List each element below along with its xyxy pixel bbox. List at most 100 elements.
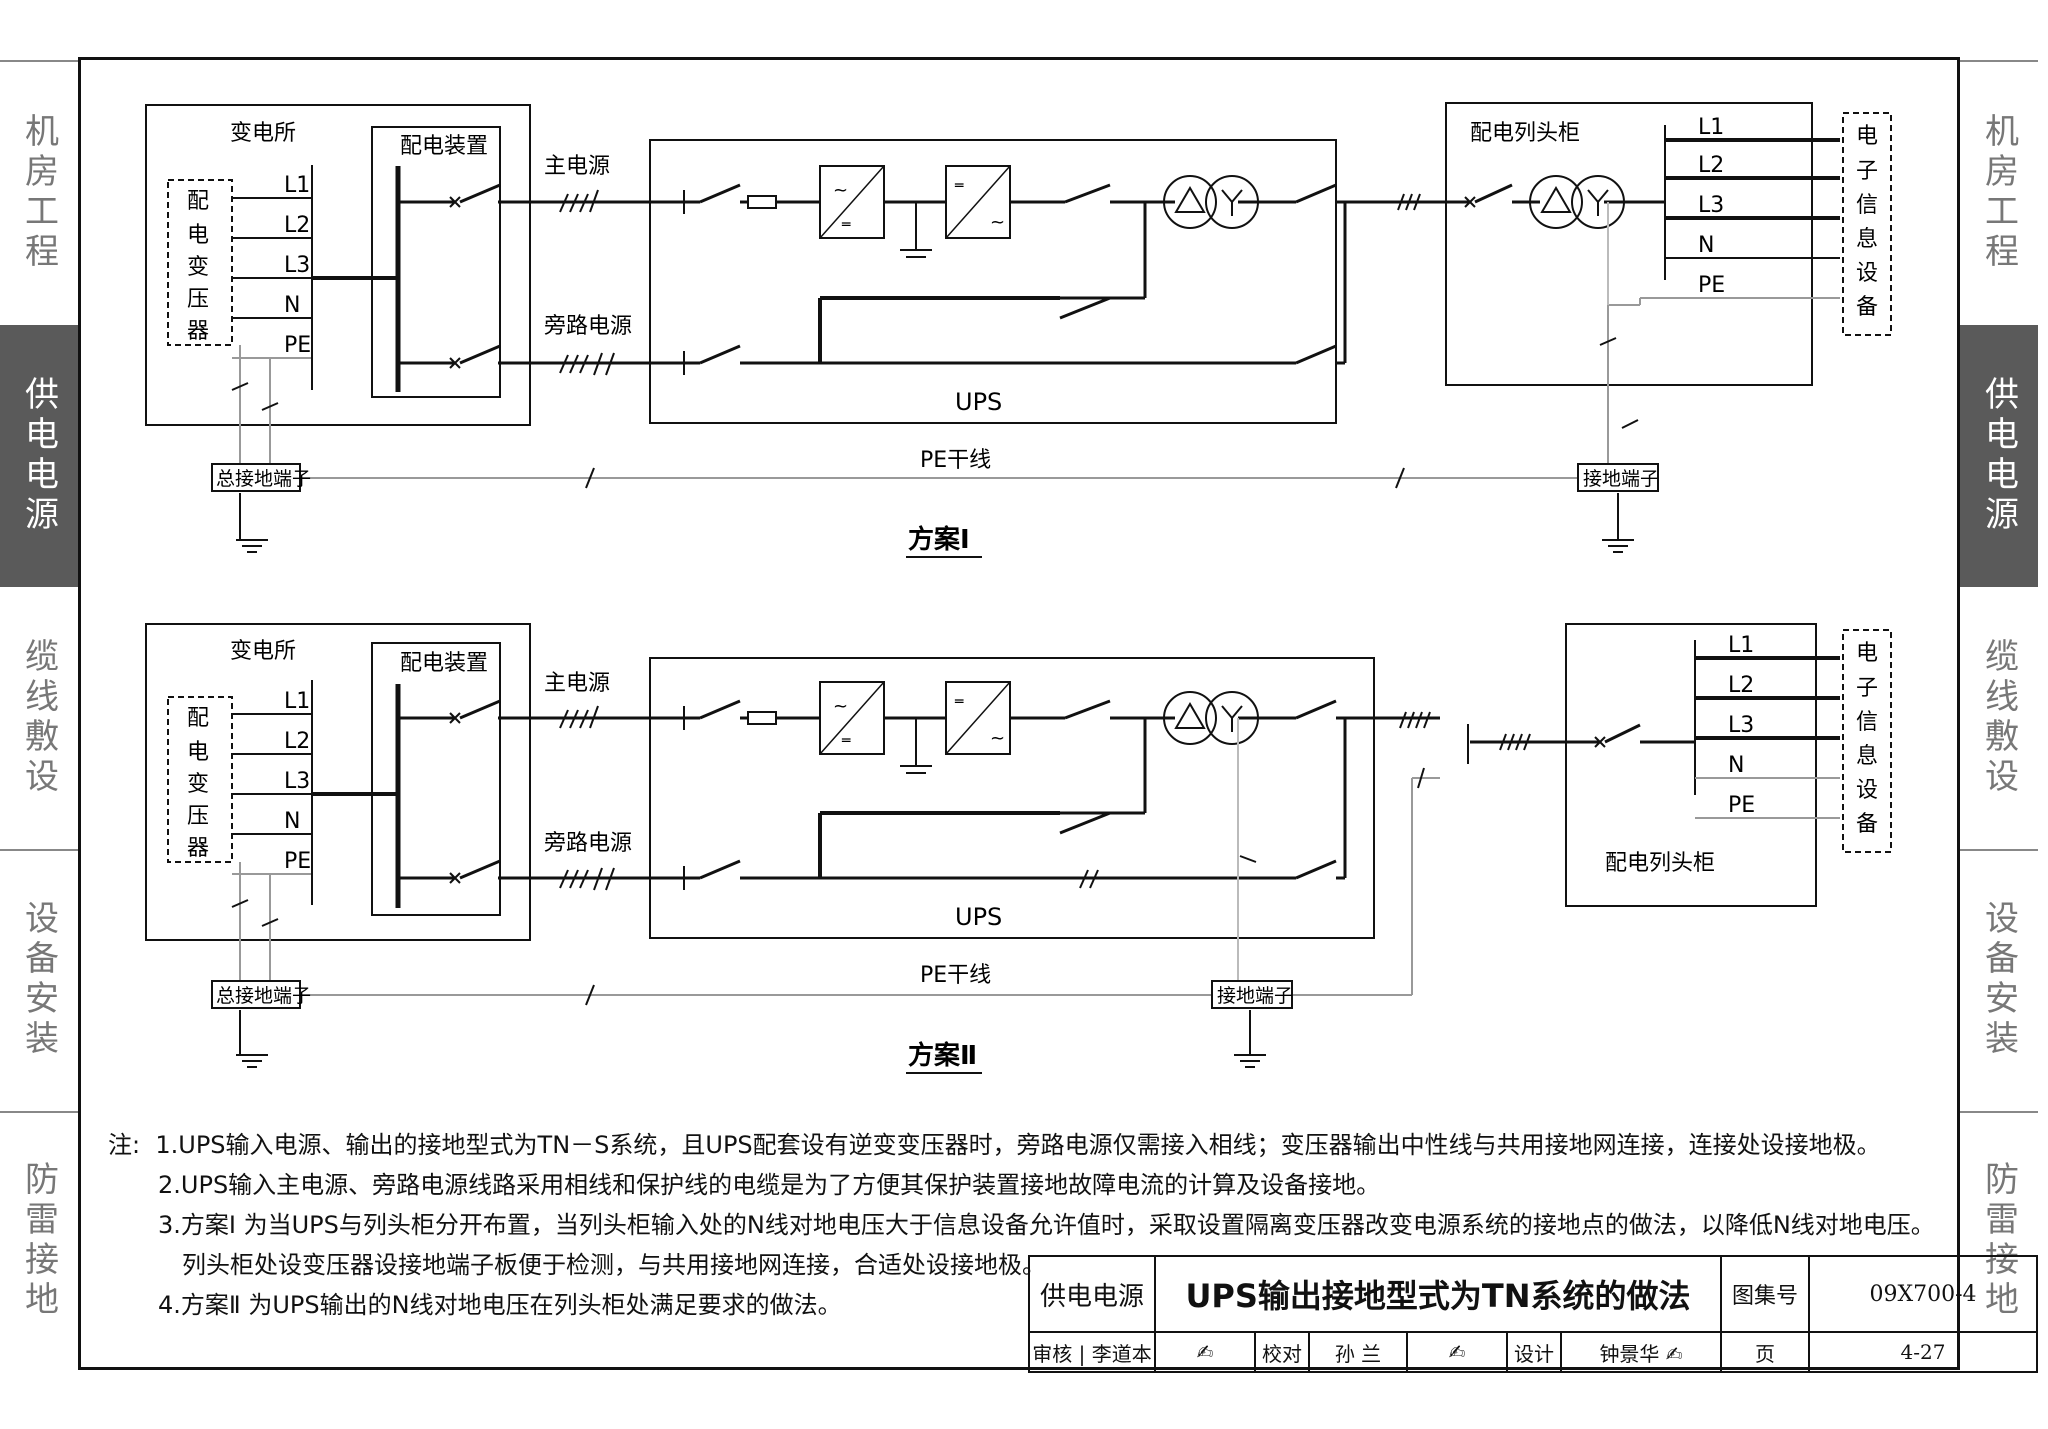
- phase-label: L3: [284, 769, 310, 794]
- tb-checker-signature: ✍: [1406, 1331, 1508, 1373]
- left-tab-label: 设备安装: [18, 900, 59, 1060]
- equipment-char: 设: [1856, 778, 1878, 803]
- cabinet-phase: L1: [1728, 633, 1754, 658]
- phase-label: N: [284, 293, 300, 318]
- cabinet-phase: N: [1698, 233, 1714, 258]
- right-tab-1[interactable]: 供电电源: [1960, 325, 2038, 587]
- main-ground-terminal-box: [211, 463, 301, 492]
- tb-review-cell: 审核 | 李道本: [1028, 1331, 1156, 1373]
- equipment-char: 息: [1856, 744, 1878, 769]
- tab-divider: [0, 60, 78, 62]
- transformer-box: [167, 179, 233, 346]
- transformer-char: 压: [187, 287, 209, 312]
- tab-divider: [1960, 60, 2038, 62]
- right-tab-3[interactable]: 设备安装: [1960, 849, 2038, 1111]
- right-tab-label: 设备安装: [1978, 900, 2019, 1060]
- cabinet-box: [1445, 102, 1813, 386]
- left-tab-label: 机房工程: [18, 112, 59, 273]
- tb-reviewer: 李道本: [1091, 1341, 1152, 1366]
- tb-atlas-no: 09X700-4: [1808, 1255, 2038, 1333]
- scheme-2-label: 方案Ⅱ: [908, 1040, 977, 1071]
- transformer-char: 器: [187, 836, 209, 861]
- left-tab-label: 缆线敷设: [18, 638, 59, 798]
- equipment-box: [1842, 629, 1892, 853]
- cabinet-phase: L3: [1698, 193, 1724, 218]
- equipment-char: 信: [1856, 710, 1878, 735]
- tb-title: UPS输出接地型式为TN系统的做法: [1154, 1255, 1722, 1333]
- note-item: 2.UPS输入主电源、旁路电源线路采用相线和保护线的电缆是为了方便其保护装置接地…: [158, 1171, 1381, 1199]
- notes: 注: 1.UPS输入电源、输出的接地型式为TN－S系统，且UPS配套设有逆变变压…: [108, 1125, 1988, 1325]
- rectifier-symbol: ~: [833, 180, 848, 201]
- transformer-char: 变: [187, 772, 209, 797]
- left-tab-1[interactable]: 供电电源: [0, 325, 78, 587]
- tb-review-label: 审核: [1032, 1341, 1073, 1366]
- notes-prefix: 注:: [108, 1131, 141, 1159]
- transformer-box: [167, 696, 233, 863]
- cabinet-label: 配电列头柜: [1470, 121, 1580, 146]
- left-tab-4[interactable]: 防雷接地: [0, 1111, 78, 1371]
- ups-label: UPS: [955, 388, 1002, 416]
- equipment-char: 电: [1856, 124, 1878, 149]
- cabinet-phase: PE: [1698, 273, 1725, 298]
- left-tab-2[interactable]: 缆线敷设: [0, 587, 78, 849]
- tb-page-label: 页: [1720, 1331, 1810, 1373]
- phase-label: L2: [284, 213, 310, 238]
- ground-terminal-box: [1211, 980, 1293, 1009]
- right-tab-2[interactable]: 缆线敷设: [1960, 587, 2038, 849]
- right-tab-label: 缆线敷设: [1978, 638, 2019, 798]
- ground-terminal-box: [1577, 463, 1659, 492]
- scheme-1-diagram: 变电所 配 电 变 压 器 L1 L2 L3 N PE 配电装置 主电源: [145, 102, 1892, 558]
- equipment-char: 息: [1856, 227, 1878, 252]
- transformer-delta: [1163, 175, 1217, 229]
- note-row: 2.UPS输入主电源、旁路电源线路采用相线和保护线的电缆是为了方便其保护装置接地…: [108, 1165, 1988, 1205]
- ground-icon: [1601, 539, 1635, 553]
- tb-designer-cell: 钟景华 ✍: [1560, 1331, 1722, 1373]
- phase-label: L3: [284, 253, 310, 278]
- cabinet-transformer-delta: [1529, 175, 1583, 229]
- rectifier-symbol: ═: [841, 733, 851, 749]
- drawing-frame: [78, 57, 1960, 1370]
- note-item: 3.方案Ⅰ 为当UPS与列头柜分开布置，当列头柜输入处的N线对地电压大于信息设备…: [158, 1211, 1935, 1239]
- transformer-wye: [1205, 175, 1259, 229]
- right-tab-0[interactable]: 机房工程: [1960, 60, 2038, 325]
- substation-label: 变电所: [230, 121, 296, 146]
- transformer-char: 电: [187, 740, 209, 765]
- cabinet-phase: L2: [1728, 673, 1754, 698]
- main-power-label: 主电源: [544, 671, 610, 696]
- phase-label: L1: [284, 173, 310, 198]
- switchgear-label: 配电装置: [400, 134, 488, 159]
- ups-box: [649, 139, 1337, 424]
- note-item: 4.方案Ⅱ 为UPS输出的N线对地电压在列头柜处满足要求的做法。: [158, 1291, 842, 1319]
- left-tab-3[interactable]: 设备安装: [0, 849, 78, 1111]
- tb-checker: 孙 兰: [1308, 1331, 1408, 1373]
- scheme-1-label: 方案Ⅰ: [908, 524, 970, 555]
- equipment-char: 电: [1856, 641, 1878, 666]
- equipment-char: 设: [1856, 261, 1878, 286]
- cabinet-phase: L3: [1728, 713, 1754, 738]
- tb-designer: 钟景华: [1599, 1341, 1660, 1366]
- cabinet-box: [1565, 623, 1817, 907]
- cabinet-phase: PE: [1728, 793, 1755, 818]
- tb-check-label: 校对: [1254, 1331, 1310, 1373]
- tb-category: 供电电源: [1028, 1255, 1156, 1333]
- cabinet-label: 配电列头柜: [1605, 851, 1715, 876]
- cabinet-transformer-wye: [1571, 175, 1625, 229]
- main-ground-terminal-box: [211, 980, 301, 1009]
- switchgear-box: [371, 642, 501, 916]
- main-ground-terminal-label: 总接地端子: [216, 985, 311, 1007]
- left-tab-0[interactable]: 机房工程: [0, 60, 78, 325]
- left-tab-label: 供电电源: [18, 376, 59, 536]
- equipment-char: 备: [1856, 295, 1878, 320]
- inverter-symbol: ═: [954, 694, 964, 710]
- tab-divider: [0, 849, 78, 851]
- tb-design-label: 设计: [1506, 1331, 1562, 1373]
- equipment-char: 备: [1856, 812, 1878, 837]
- cabinet-phase: N: [1728, 753, 1744, 778]
- transformer-char: 变: [187, 255, 209, 280]
- transformer-char: 配: [187, 706, 209, 731]
- phase-label: PE: [284, 849, 311, 874]
- tab-divider: [1960, 849, 2038, 851]
- note-item: 列头柜处设变压器设接地端子板便于检测，与共用接地网连接，合适处设接地极。: [182, 1251, 1046, 1279]
- transformer-char: 压: [187, 804, 209, 829]
